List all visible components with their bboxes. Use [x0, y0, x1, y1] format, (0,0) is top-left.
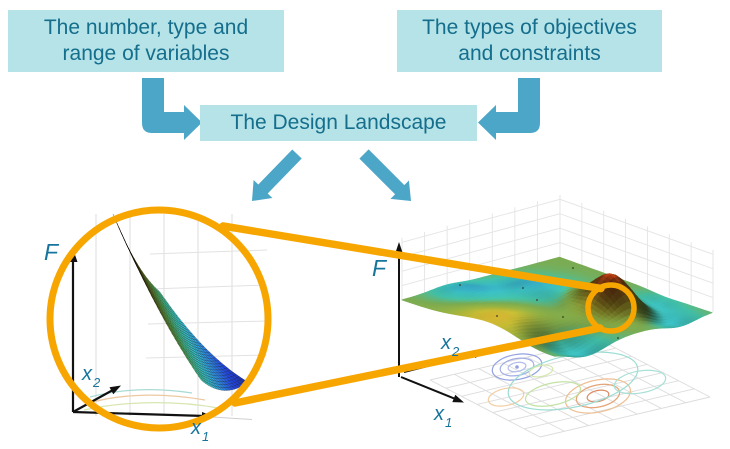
right-plot-x1-label: x1 [434, 403, 453, 430]
left-x2-axis-arrowhead [109, 385, 121, 395]
box-objectives: The types of objectives and constraints [397, 10, 662, 72]
right-plot-f-label: F [372, 255, 387, 281]
left-plot-x2-label: x2 [82, 363, 101, 390]
zoom-line-top [219, 222, 605, 293]
zoom-target-circle-icon [585, 282, 637, 334]
box-design-landscape: The Design Landscape [200, 105, 477, 141]
right-plot-walls [401, 195, 714, 312]
right-surface-sample-dots [458, 266, 620, 340]
flow-arrows [142, 78, 540, 201]
right-x1-axis-arrowhead [452, 394, 464, 403]
right-surface [400, 256, 714, 358]
box-variables-line2: range of variables [62, 42, 230, 65]
right-plot-x2-label: x2 [441, 332, 460, 359]
box-variables: The number, type and range of variables [8, 10, 284, 72]
left-plot-x1-label: x1 [191, 417, 210, 444]
zoom-line-bottom [231, 324, 604, 407]
left-plot-f-label: F [44, 239, 59, 265]
box-variables-line1: The number, type and [43, 16, 249, 39]
magnifier-circle-icon [46, 206, 272, 432]
box-objectives-line1: The types of objectives [422, 16, 637, 39]
left-surface-mesh [112, 213, 249, 391]
magnifier [46, 206, 637, 432]
box-objectives-line2: and constraints [458, 42, 601, 65]
box-design-landscape-label: The Design Landscape [230, 111, 447, 134]
down-left-arrow [252, 149, 302, 201]
elbow-arrow-right [478, 78, 540, 140]
elbow-arrow-left [142, 78, 202, 140]
down-right-arrow [359, 149, 411, 201]
